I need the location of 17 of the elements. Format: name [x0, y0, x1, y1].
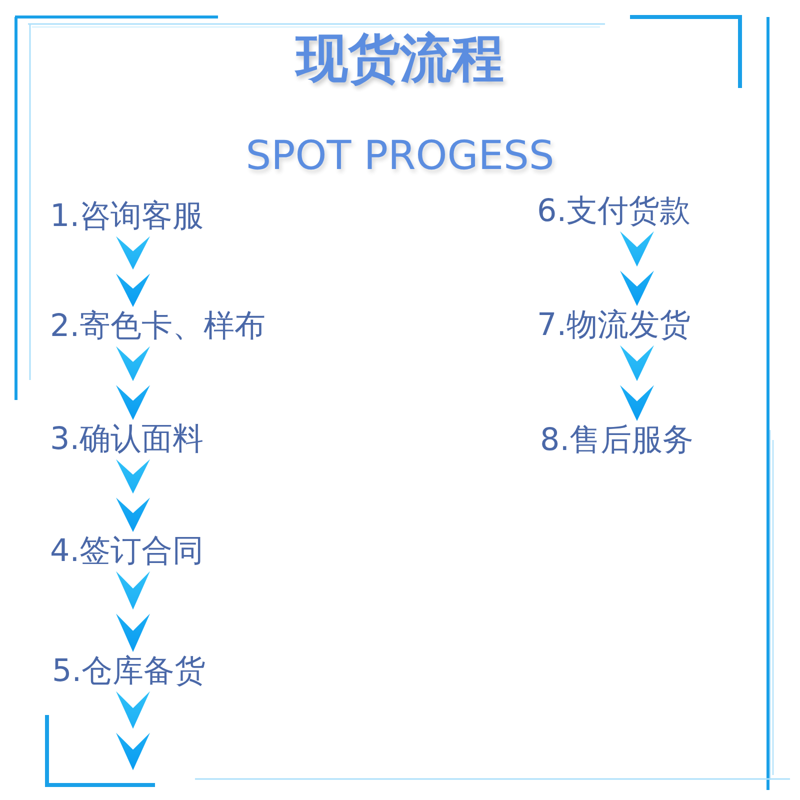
double-chevron-arrow: [116, 236, 150, 307]
subtitle: SPOT PROGESS: [246, 132, 554, 180]
double-chevron-arrow: [620, 345, 654, 421]
step-label: 4.签订合同: [50, 533, 204, 570]
double-chevron-arrow: [116, 691, 150, 770]
step-label: 6.支付货款: [537, 193, 691, 230]
double-chevron-arrow: [620, 231, 654, 306]
step-label: 7.物流发货: [537, 307, 691, 344]
step-label: 3.确认面料: [50, 421, 204, 458]
step-label: 8.售后服务: [540, 422, 694, 460]
step-label: 1.咨询客服: [50, 198, 204, 236]
title: 现货流程: [294, 28, 505, 90]
step-label: 5.仓库备货: [52, 653, 206, 690]
double-chevron-arrow: [116, 459, 150, 532]
double-chevron-arrow: [116, 346, 150, 420]
double-chevron-arrow: [116, 571, 150, 652]
step-label: 2.寄色卡、样布: [50, 308, 266, 346]
